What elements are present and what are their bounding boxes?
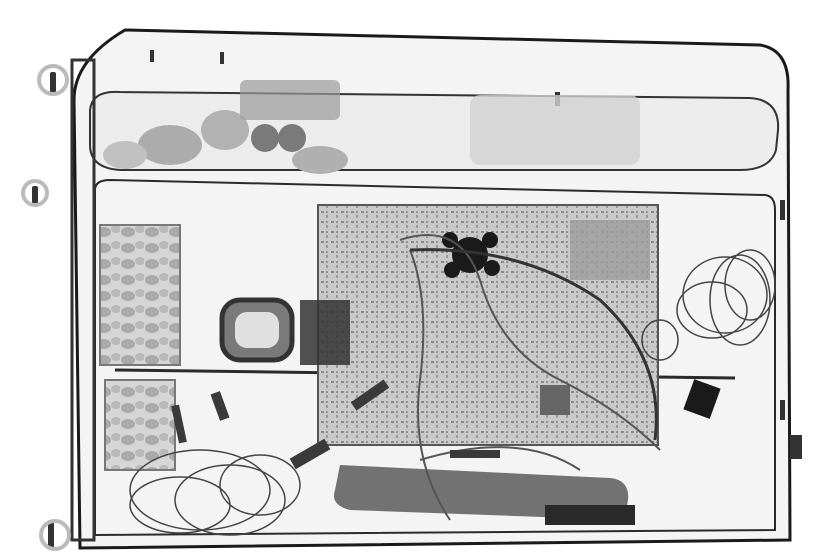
circuit-board-module xyxy=(570,220,650,280)
dark-component-cluster xyxy=(442,232,500,278)
cables-right xyxy=(641,249,776,361)
left-food-bag xyxy=(99,224,181,366)
curved-strap xyxy=(409,248,658,441)
cables-middle xyxy=(399,234,661,521)
left-food-bag-lower xyxy=(104,379,176,471)
side-handle-frame xyxy=(70,58,96,542)
suitcase-inner-frame xyxy=(94,178,776,537)
dark-block xyxy=(300,300,350,365)
circuit-board-chip xyxy=(540,385,570,415)
soft-items-top xyxy=(103,80,640,174)
right-box xyxy=(683,379,721,419)
bottom-right-tool xyxy=(545,505,635,525)
cables-bottom-left xyxy=(129,449,301,536)
misc-objects xyxy=(171,379,500,470)
